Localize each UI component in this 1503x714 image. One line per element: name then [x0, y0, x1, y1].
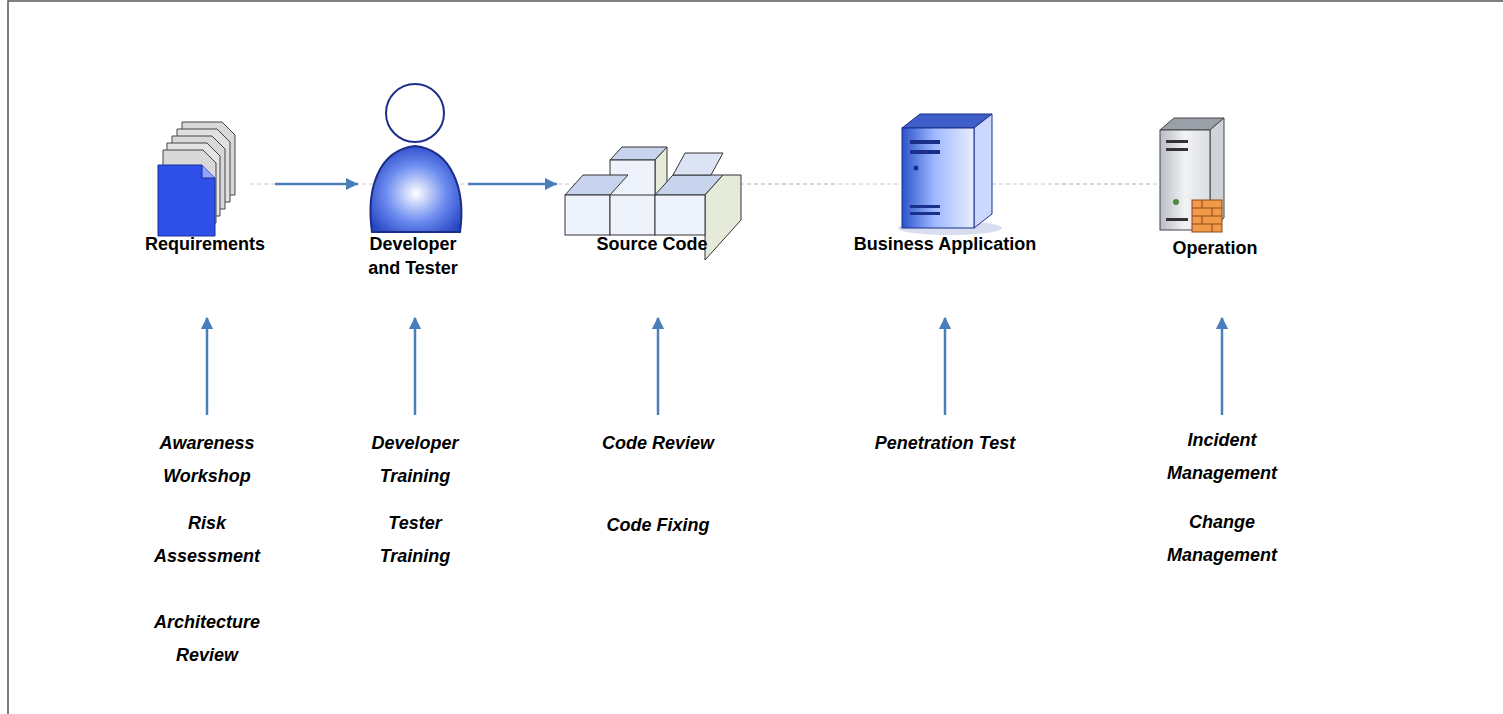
server-icon: [898, 114, 1002, 235]
documents-icon: [158, 122, 235, 236]
activity-label: Developer Training: [355, 427, 475, 493]
stage-node: Business Application: [835, 100, 1055, 262]
stage-label: Developer and Tester: [358, 232, 468, 280]
stage-label: Requirements: [135, 232, 275, 256]
activity-label: Architecture Review: [142, 606, 272, 672]
flow-connector: [468, 183, 557, 186]
frame: [8, 1, 1503, 714]
activity-label: Penetration Test: [835, 427, 1055, 460]
activity-label: Incident Management: [1152, 424, 1292, 490]
flow-connector: [275, 183, 358, 186]
person-icon: [371, 84, 462, 232]
leader-arrows: [207, 318, 1222, 415]
stage-label: Operation: [1150, 236, 1280, 260]
activity-label: Risk Assessment: [142, 507, 272, 573]
stage-label: Source Code: [557, 232, 747, 256]
activity-label: Code Fixing: [558, 509, 758, 542]
server-firewall-icon: [1160, 118, 1224, 232]
stage-node: Operation: [1150, 110, 1280, 266]
activity-label: Awareness Workshop: [142, 427, 272, 493]
flow-connector: [747, 184, 835, 185]
activity-label: Change Management: [1152, 506, 1292, 572]
stage-node: Source Code: [557, 110, 747, 262]
activity-label: Code Review: [558, 427, 758, 460]
flow-connector: [1055, 184, 1150, 185]
stage-node: Developer and Tester: [358, 90, 468, 286]
stage-node: Requirements: [135, 110, 275, 262]
activity-label: Tester Training: [355, 507, 475, 573]
stage-label: Business Application: [835, 232, 1055, 256]
